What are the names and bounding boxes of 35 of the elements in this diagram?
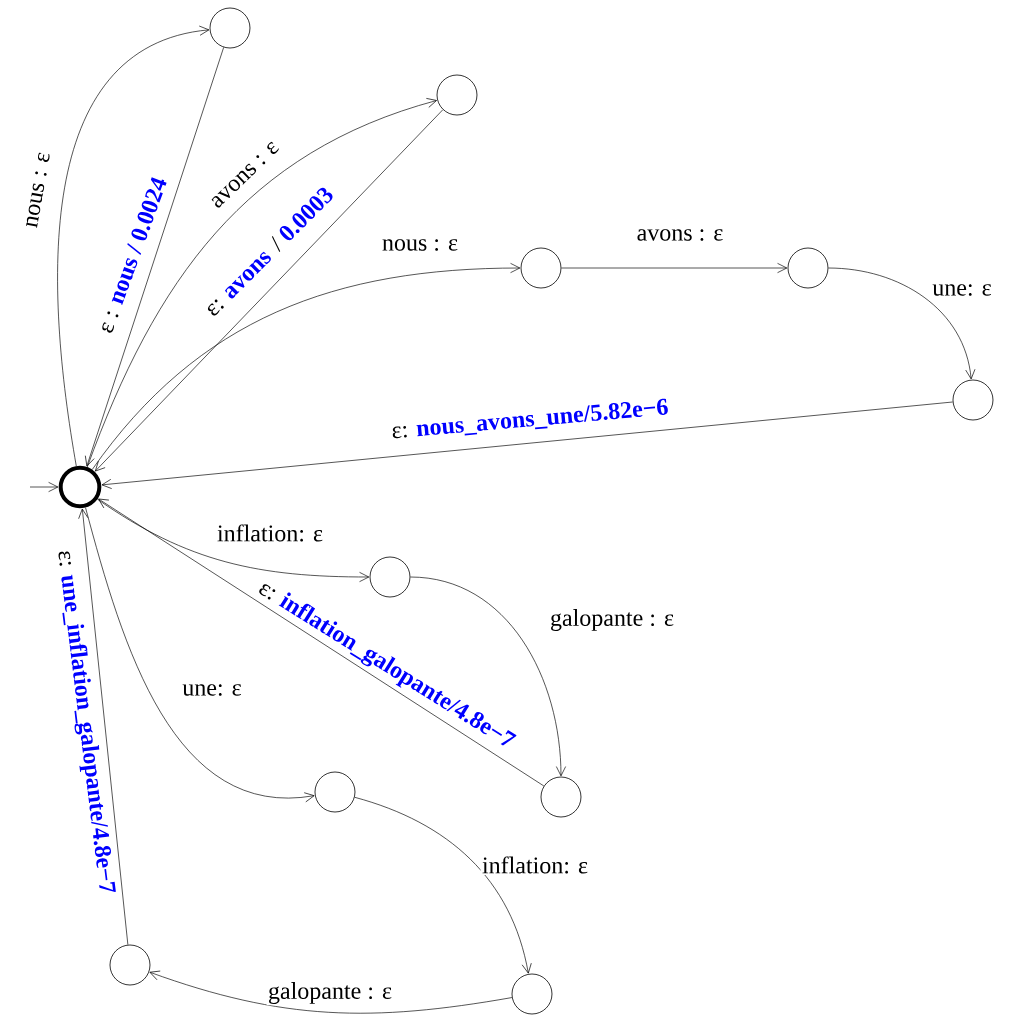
edge-label: nous : ε (380, 237, 460, 253)
arrow (85, 47, 224, 467)
edge-label: une: ε (180, 682, 244, 698)
edge-label: ε : nous / 0.0024 (94, 173, 170, 337)
edge-label: inflation: ε (215, 523, 325, 543)
arrow (91, 263, 521, 470)
state-circle (314, 771, 356, 813)
edge-label: une: ε (930, 282, 994, 298)
state-circle (109, 944, 151, 986)
state-circle (511, 973, 553, 1015)
arrow (98, 498, 545, 787)
state-circle (520, 247, 562, 289)
arrow (561, 263, 788, 273)
arrow (101, 401, 954, 489)
state-circle (540, 776, 582, 818)
arrow (97, 498, 370, 582)
arrow (57, 25, 210, 467)
edge-label: ε: nous_avons_une/5.82e−6 (389, 396, 671, 444)
arrow (78, 508, 129, 946)
arrow (149, 970, 513, 1014)
edge-label: nous : ε (24, 150, 52, 231)
state-circle (787, 247, 829, 289)
edge-label: avons : ε (635, 227, 725, 243)
edge-label: galopante : ε (266, 980, 394, 1006)
arrow (410, 576, 566, 777)
edge-label: inflation: ε (480, 855, 590, 875)
state-circle (952, 379, 994, 421)
state-circle (436, 74, 478, 116)
arrow (828, 267, 976, 380)
initial-state-circle (58, 465, 102, 509)
arrow (354, 796, 532, 974)
initial-arrow (29, 482, 59, 492)
edge-label: galopante : ε (548, 607, 676, 633)
state-circle (209, 7, 251, 49)
arrow (85, 507, 315, 803)
